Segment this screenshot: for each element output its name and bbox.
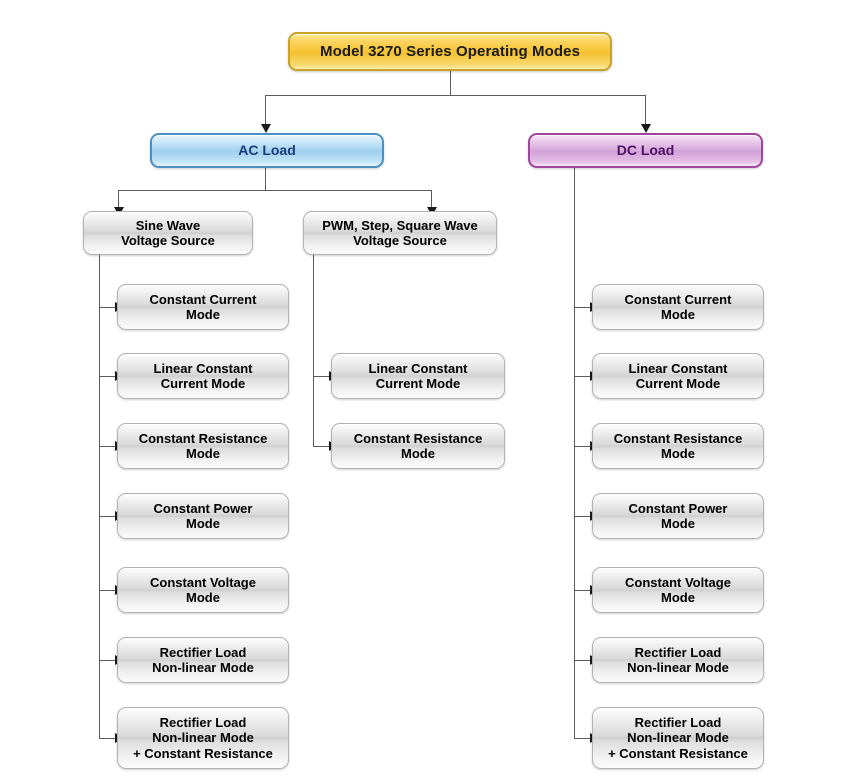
node-dc-load-label: DC Load (616, 142, 675, 159)
connector-ac-stem (265, 168, 266, 190)
connector-dc-trunk (574, 168, 575, 739)
connector-sine-branch-6 (99, 660, 117, 661)
node-title-operating-modes[interactable]: Model 3270 Series Operating Modes (288, 32, 612, 71)
connector-sine-branch-5 (99, 590, 117, 591)
connector-ac-to-sine (118, 190, 119, 209)
connector-dc-branch-3 (574, 446, 592, 447)
connector-sine-branch-3 (99, 446, 117, 447)
connector-pwm-branch-1 (313, 376, 331, 377)
connector-dc-branch-2 (574, 376, 592, 377)
connector-title-stem (450, 71, 451, 96)
node-dc-load[interactable]: DC Load (528, 133, 763, 168)
connector-title-to-ac (265, 95, 266, 125)
connector-dc-branch-5 (574, 590, 592, 591)
connector-sine-branch-7 (99, 738, 117, 739)
connector-ac-to-pwm (431, 190, 432, 209)
connector-pwm-trunk (313, 254, 314, 446)
connector-dc-branch-6 (574, 660, 592, 661)
node-ac-load-label: AC Load (238, 142, 296, 159)
connector-sine-branch-4 (99, 516, 117, 517)
connector-title-bus (265, 95, 646, 96)
node-title-label: Model 3270 Series Operating Modes (319, 42, 581, 60)
connector-dc-branch-1 (574, 307, 592, 308)
connector-dc-branch-7 (574, 738, 592, 739)
arrow-title-to-ac-icon (261, 124, 271, 133)
node-ac-load[interactable]: AC Load (150, 133, 384, 168)
connector-sine-trunk (99, 254, 100, 739)
connector-dc-branch-4 (574, 516, 592, 517)
connector-pwm-branch-2 (313, 446, 331, 447)
arrow-title-to-dc-icon (641, 124, 651, 133)
connector-sine-branch-1 (99, 307, 117, 308)
connector-title-to-dc (645, 95, 646, 125)
connector-ac-bus (118, 190, 431, 191)
connector-sine-branch-2 (99, 376, 117, 377)
